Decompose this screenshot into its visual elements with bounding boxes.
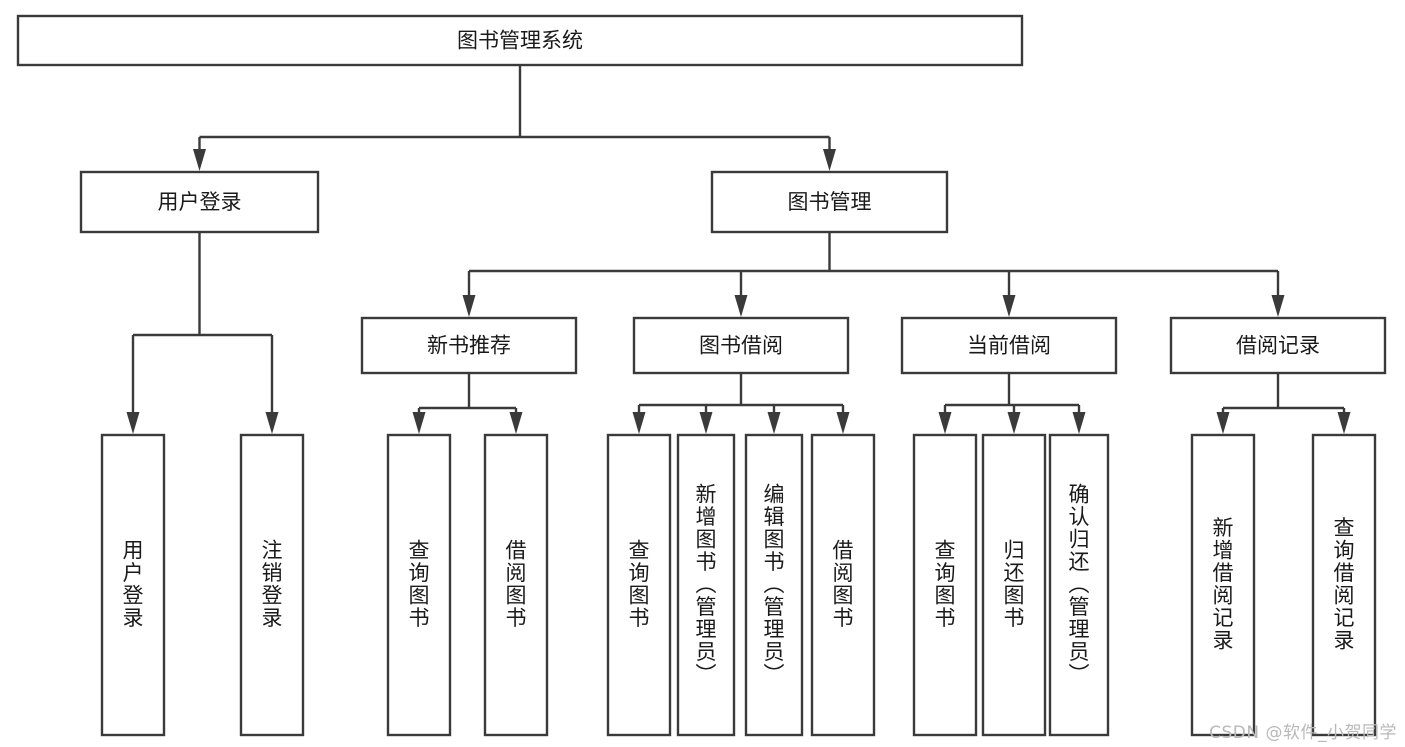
node-book-manage: 图书管理	[710, 170, 949, 234]
node-box	[1311, 433, 1377, 737]
connector-group-new-book-rec	[412, 373, 523, 434]
node-label: 借阅图书	[506, 539, 527, 631]
node-label: 新增借阅记录	[1213, 516, 1234, 653]
node-box	[1169, 316, 1387, 375]
arrow-head-icon	[509, 412, 523, 434]
node-label: 查询借阅记录	[1334, 516, 1355, 653]
node-leaf-query-book-3: 查询图书	[912, 433, 978, 737]
node-box	[239, 433, 305, 737]
arrow-head-icon	[412, 412, 426, 434]
node-leaf-return-book: 归还图书	[981, 433, 1047, 737]
node-box	[79, 170, 320, 234]
node-label: 借阅记录	[1236, 334, 1320, 358]
connector-group-current-borrow	[938, 373, 1086, 434]
connector-group-borrow-record	[1216, 373, 1351, 434]
node-label: 编辑图书︵管理员︶	[764, 482, 785, 686]
arrow-head-icon	[462, 295, 476, 317]
node-label: 确认归还︵管理员︶	[1069, 482, 1090, 686]
node-root: 图书管理系统	[16, 14, 1024, 67]
node-label: 借阅图书	[833, 539, 854, 631]
node-leaf-user-login: 用户登录	[100, 433, 166, 737]
node-box	[100, 433, 166, 737]
arrow-head-icon	[1007, 412, 1021, 434]
node-box	[744, 433, 804, 737]
connector-layer	[126, 65, 1351, 434]
arrow-head-icon	[699, 412, 713, 434]
node-leaf-add-record: 新增借阅记录	[1190, 433, 1256, 737]
arrow-head-icon	[938, 412, 952, 434]
connector-group-book-borrow	[632, 373, 850, 434]
arrow-head-icon	[1072, 412, 1086, 434]
node-new-book-rec: 新书推荐	[360, 316, 578, 375]
node-box	[912, 433, 978, 737]
csdn-watermark: CSDN @软件_小贺同学	[1209, 723, 1397, 743]
node-box	[1048, 433, 1110, 737]
node-label: 注销登录	[262, 539, 283, 631]
node-leaf-logout: 注销登录	[239, 433, 305, 737]
connector-group-user-login	[126, 232, 279, 434]
arrow-head-icon	[767, 412, 781, 434]
node-leaf-edit-book: 编辑图书︵管理员︶	[744, 433, 804, 737]
node-label: 新增图书︵管理员︶	[696, 482, 717, 686]
node-label: 图书借阅	[699, 334, 783, 358]
arrow-head-icon	[265, 412, 279, 434]
node-label: 图书管理系统	[457, 29, 583, 53]
node-layer: 图书管理系统用户登录图书管理新书推荐图书借阅当前借阅借阅记录用户登录注销登录查询…	[16, 14, 1387, 737]
node-leaf-confirm-return: 确认归还︵管理员︶	[1048, 433, 1110, 737]
node-leaf-query-book-2: 查询图书	[606, 433, 672, 737]
node-leaf-borrow-book-1: 借阅图书	[483, 433, 549, 737]
node-borrow-record: 借阅记录	[1169, 316, 1387, 375]
node-box	[710, 170, 949, 234]
node-box	[632, 316, 850, 375]
node-box	[483, 433, 549, 737]
arrow-head-icon	[1337, 412, 1351, 434]
node-label: 查询图书	[409, 539, 430, 631]
node-box	[16, 14, 1024, 67]
node-label: 图书管理	[788, 190, 872, 214]
node-box	[1190, 433, 1256, 737]
node-box	[606, 433, 672, 737]
arrow-head-icon	[632, 412, 646, 434]
node-label: 用户登录	[123, 539, 144, 631]
node-box	[810, 433, 876, 737]
node-label: 用户登录	[158, 190, 242, 214]
arrow-head-icon	[1216, 412, 1230, 434]
node-label: 查询图书	[629, 539, 650, 631]
node-book-borrow: 图书借阅	[632, 316, 850, 375]
node-leaf-query-record: 查询借阅记录	[1311, 433, 1377, 737]
node-label: 新书推荐	[427, 334, 511, 358]
node-current-borrow: 当前借阅	[900, 316, 1118, 375]
arrow-head-icon	[734, 295, 748, 317]
arrow-head-icon	[823, 149, 836, 171]
node-box	[386, 433, 452, 737]
arrow-head-icon	[1271, 295, 1285, 317]
node-label: 当前借阅	[967, 334, 1051, 358]
node-user-login: 用户登录	[79, 170, 320, 234]
connector-group-root	[193, 65, 836, 171]
node-box	[981, 433, 1047, 737]
node-leaf-query-book-1: 查询图书	[386, 433, 452, 737]
arrow-head-icon	[193, 149, 206, 171]
node-label: 归还图书	[1004, 539, 1025, 631]
node-leaf-add-book: 新增图书︵管理员︶	[676, 433, 736, 737]
connector-group-book-manage	[462, 232, 1285, 317]
arrow-head-icon	[126, 412, 140, 434]
node-box	[900, 316, 1118, 375]
node-box	[360, 316, 578, 375]
arrow-head-icon	[836, 412, 850, 434]
node-box	[676, 433, 736, 737]
node-leaf-borrow-book-2: 借阅图书	[810, 433, 876, 737]
node-label: 查询图书	[935, 539, 956, 631]
arrow-head-icon	[1002, 295, 1016, 317]
